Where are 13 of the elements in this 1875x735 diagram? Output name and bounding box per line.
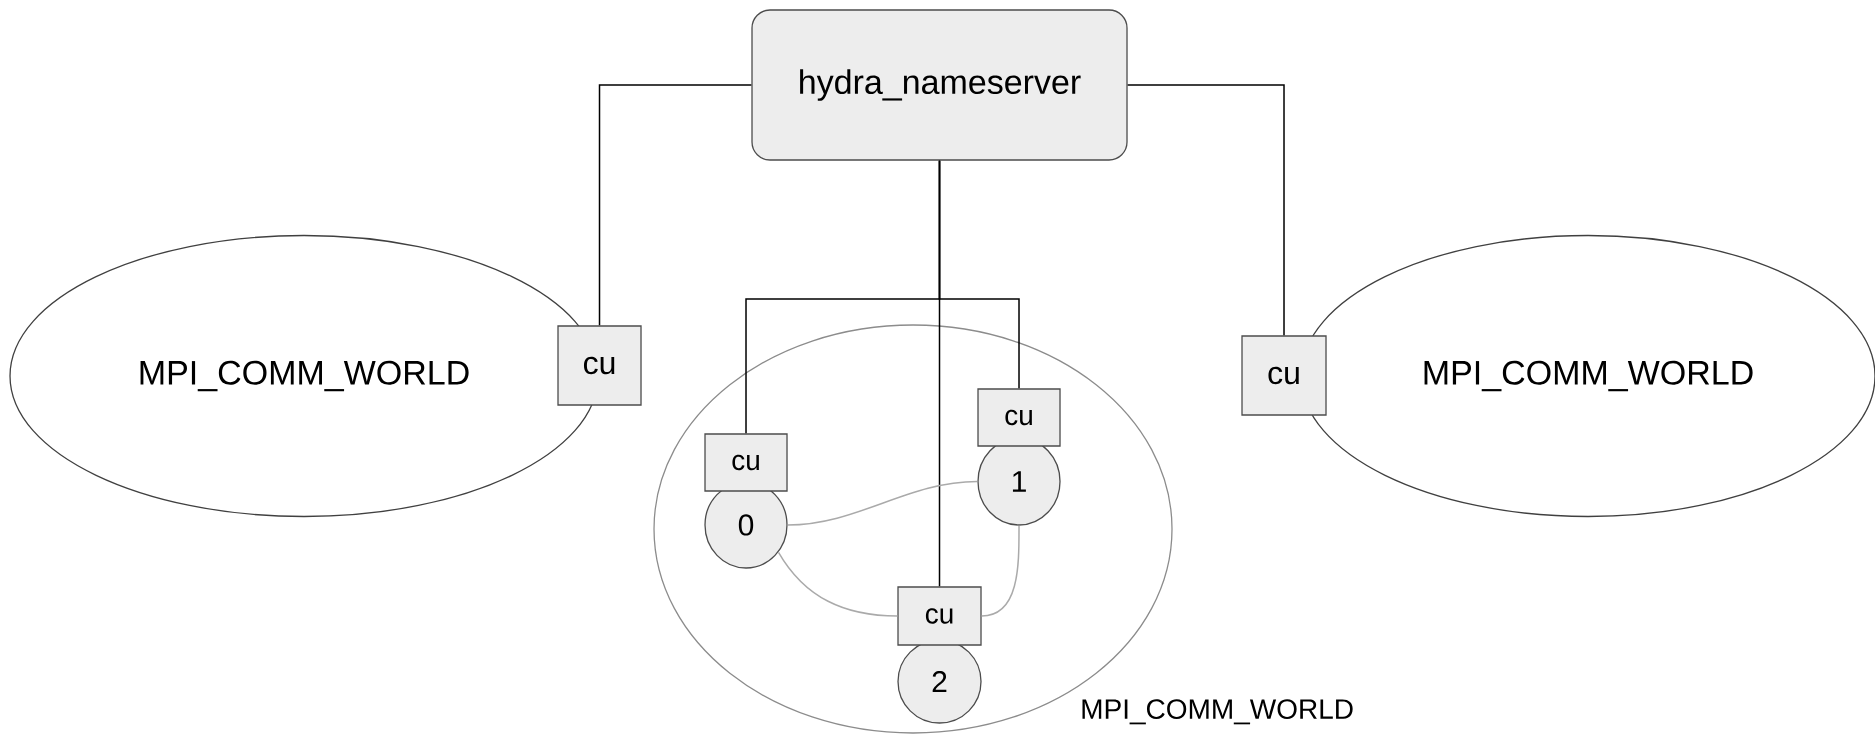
cu-box: cu (1241, 335, 1327, 416)
connector-line (1126, 84, 1285, 337)
cu-box: cu (704, 433, 788, 492)
cu-box: cu (557, 325, 642, 406)
connector-line (786, 480, 979, 526)
connector-line (980, 524, 1020, 617)
connector-line (777, 551, 899, 617)
connector-line (938, 159, 1020, 390)
ellipse-label: MPI_COMM_WORLD (1082, 699, 1353, 725)
cu-box: cu (897, 586, 982, 646)
cu-box: cu (977, 388, 1061, 447)
connector-line (598, 84, 753, 327)
server-box: hydra_nameserver (751, 9, 1128, 161)
